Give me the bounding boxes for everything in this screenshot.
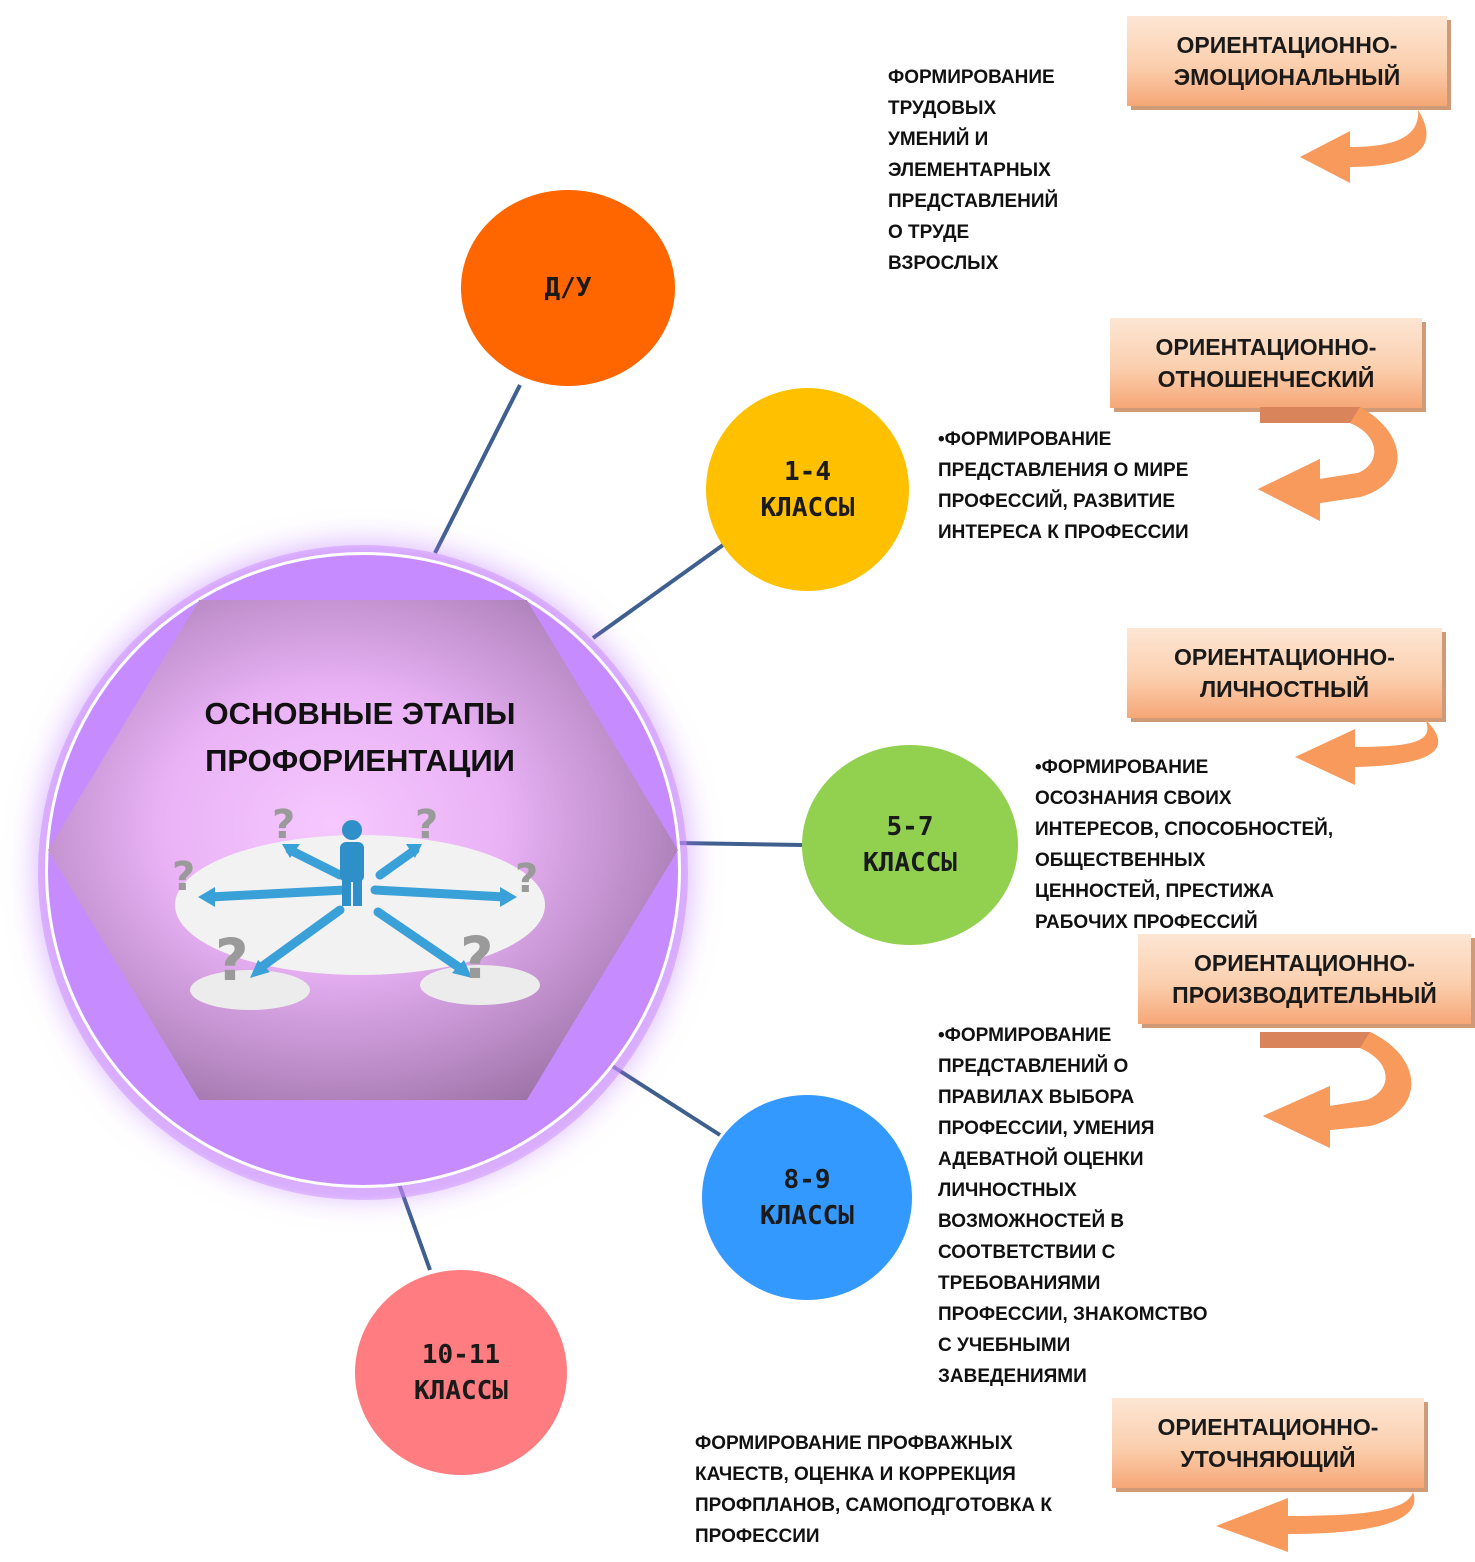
node-grades-5-7: 5-7 КЛАССЫ <box>802 745 1018 945</box>
node-grades-10-11-label: КЛАССЫ <box>414 1375 508 1406</box>
svg-text:?: ? <box>515 856 538 902</box>
description-line: •ФОРМИРОВАНИЕ <box>1035 757 1209 778</box>
description-line: ФОРМИРОВАНИЕ <box>888 67 1055 88</box>
description-line: ПРОФЕССИИ <box>695 1526 820 1547</box>
description-line: ФОРМИРОВАНИЕ ПРОФВАЖНЫХ <box>695 1433 1013 1454</box>
connector-du <box>433 384 522 554</box>
description-productive: •ФОРМИРОВАНИЕ ПРЕДСТАВЛЕНИЙ О ПРАВИЛАХ В… <box>938 1020 1208 1392</box>
curved-arrow-icon <box>1216 1492 1415 1552</box>
description-line: О ТРУДЕ <box>888 222 970 243</box>
description-line: ЗАВЕДЕНИЯМИ <box>938 1366 1087 1387</box>
description-line: ТРЕБОВАНИЯМИ <box>938 1273 1101 1294</box>
description-line: ЭЛЕМЕНТАРНЫХ <box>888 160 1051 181</box>
description-line: ПРОФЕССИЙ, РАЗВИТИЕ <box>938 491 1175 512</box>
node-grades-8-9-number: 8-9 <box>783 1164 831 1195</box>
node-grades-10-11: 10-11 КЛАССЫ <box>355 1270 567 1475</box>
description-emotional: ФОРМИРОВАНИЕ ТРУДОВЫХ УМЕНИЙ И ЭЛЕМЕНТАР… <box>888 62 1058 279</box>
stage-productive-line2: ПРОИЗВОДИТЕЛЬНЫЙ <box>1172 982 1437 1008</box>
description-line: РАБОЧИХ ПРОФЕССИЙ <box>1035 912 1258 933</box>
stage-productive-line1: ОРИЕНТАЦИОННО- <box>1194 950 1415 976</box>
description-line: ПРАВИЛАХ ВЫБОРА <box>938 1087 1135 1108</box>
stage-emotional-line1: ОРИЕНТАЦИОННО- <box>1176 32 1398 58</box>
svg-text:?: ? <box>172 854 195 900</box>
svg-text:?: ? <box>460 924 494 992</box>
people-network-icon: ? ? ? ? ? ? <box>172 802 545 1010</box>
core-title: ОСНОВНЫЕ ЭТАПЫ ПРОФОРИЕНТАЦИИ <box>150 690 570 784</box>
stage-personal-line1: ОРИЕНТАЦИОННО- <box>1174 644 1395 670</box>
curved-arrow-icon <box>1295 719 1439 785</box>
description-line: УМЕНИЙ И <box>888 129 989 150</box>
description-line: •ФОРМИРОВАНИЕ <box>938 429 1112 450</box>
stage-relational-line2: ОТНОШЕНЧЕСКИЙ <box>1157 366 1375 392</box>
node-grades-1-4: 1-4 КЛАССЫ <box>706 388 909 591</box>
curved-arrow-icon <box>1258 407 1398 521</box>
description-line: ВЗРОСЛЫХ <box>888 253 999 274</box>
stage-box-clarifying: ОРИЕНТАЦИОННО- УТОЧНЯЮЩИЙ <box>1112 1398 1424 1488</box>
stage-box-emotional: ОРИЕНТАЦИОННО- ЭМОЦИОНАЛЬНЫЙ <box>1127 16 1447 106</box>
stage-personal-line2: ЛИЧНОСТНЫЙ <box>1199 676 1370 702</box>
description-line: ИНТЕРЕСОВ, СПОСОБНОСТЕЙ, <box>1035 819 1334 840</box>
description-line: ВОЗМОЖНОСТЕЙ В <box>938 1211 1125 1232</box>
node-grades-5-7-number: 5-7 <box>886 812 934 842</box>
node-du: Д/У <box>461 190 675 386</box>
stage-emotional-line2: ЭМОЦИОНАЛЬНЫЙ <box>1173 64 1401 90</box>
description-relational: •ФОРМИРОВАНИЕ ПРЕДСТАВЛЕНИЯ О МИРЕ ПРОФЕ… <box>938 424 1189 548</box>
stage-clarifying-line1: ОРИЕНТАЦИОННО- <box>1157 1414 1379 1440</box>
description-line: ПРОФПЛАНОВ, САМОПОДГОТОВКА К <box>695 1495 1052 1516</box>
description-line: СООТВЕТСТВИИ С <box>938 1242 1116 1263</box>
description-line: С УЧЕБНЫМИ <box>938 1335 1071 1356</box>
description-personal: •ФОРМИРОВАНИЕ ОСОЗНАНИЯ СВОИХ ИНТЕРЕСОВ,… <box>1035 752 1333 938</box>
connector-1-4 <box>591 538 732 640</box>
node-grades-1-4-number: 1-4 <box>784 456 831 487</box>
description-line: ПРЕДСТАВЛЕНИЙ О <box>938 1056 1129 1077</box>
svg-text:?: ? <box>215 926 249 994</box>
svg-text:?: ? <box>415 802 438 848</box>
description-line: •ФОРМИРОВАНИЕ <box>938 1025 1112 1046</box>
description-line: ПРЕДСТАВЛЕНИЯ О МИРЕ <box>938 460 1189 481</box>
connector-5-7 <box>677 841 804 847</box>
curved-arrow-icon <box>1300 110 1427 183</box>
description-line: ТРУДОВЫХ <box>888 98 997 119</box>
description-line: ПРОФЕССИИ, ЗНАКОМСТВО <box>938 1304 1208 1325</box>
description-clarifying: ФОРМИРОВАНИЕ ПРОФВАЖНЫХ КАЧЕСТВ, ОЦЕНКА … <box>695 1428 1052 1552</box>
svg-text:?: ? <box>272 802 295 848</box>
node-grades-8-9: 8-9 КЛАССЫ <box>702 1095 912 1300</box>
stage-box-productive: ОРИЕНТАЦИОННО- ПРОИЗВОДИТЕЛЬНЫЙ <box>1138 934 1471 1024</box>
node-grades-5-7-label: КЛАССЫ <box>863 848 957 878</box>
description-line: ОСОЗНАНИЯ СВОИХ <box>1035 788 1232 809</box>
description-line: АДЕВАТНОЙ ОЦЕНКИ <box>938 1149 1144 1170</box>
description-line: ИНТЕРЕСА К ПРОФЕССИИ <box>938 522 1189 543</box>
node-grades-8-9-label: КЛАССЫ <box>760 1200 854 1231</box>
stage-box-relational: ОРИЕНТАЦИОННО- ОТНОШЕНЧЕСКИЙ <box>1110 318 1422 408</box>
stage-relational-line1: ОРИЕНТАЦИОННО- <box>1155 334 1377 360</box>
stage-clarifying-line2: УТОЧНЯЮЩИЙ <box>1180 1446 1356 1472</box>
stage-box-personal: ОРИЕНТАЦИОННО- ЛИЧНОСТНЫЙ <box>1127 628 1442 718</box>
description-line: ОБЩЕСТВЕННЫХ <box>1035 850 1206 871</box>
curved-arrow-icon <box>1260 1032 1412 1148</box>
description-line: КАЧЕСТВ, ОЦЕНКА И КОРРЕКЦИЯ <box>695 1464 1016 1485</box>
description-line: ПРОФЕССИИ, УМЕНИЯ <box>938 1118 1155 1139</box>
description-line: ПРЕДСТАВЛЕНИЙ <box>888 191 1059 212</box>
core-title-line2: ПРОФОРИЕНТАЦИИ <box>205 743 515 778</box>
description-line: ЦЕННОСТЕЙ, ПРЕСТИЖА <box>1035 881 1274 902</box>
description-line: ЛИЧНОСТНЫХ <box>938 1180 1077 1201</box>
node-du-label: Д/У <box>544 273 592 303</box>
node-grades-10-11-number: 10-11 <box>421 1339 501 1370</box>
core-title-line1: ОСНОВНЫЕ ЭТАПЫ <box>204 696 516 731</box>
node-grades-1-4-label: КЛАССЫ <box>760 492 855 523</box>
